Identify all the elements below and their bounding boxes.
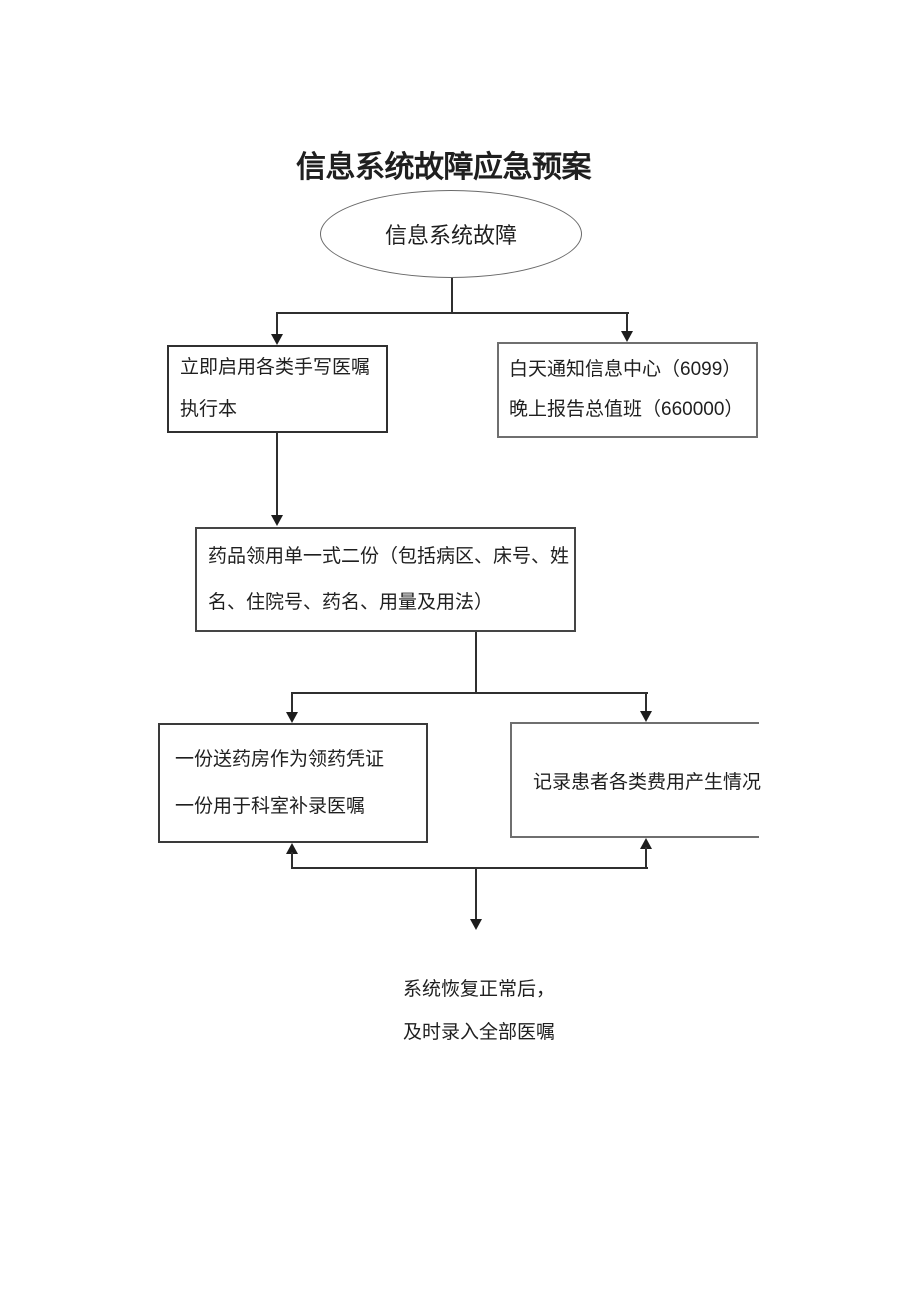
flow-node-record-costs: 记录患者各类费用产生情况 <box>510 722 762 838</box>
flow-node-line: 白天通知信息中心（6099） <box>509 359 742 380</box>
arrowhead-down-icon <box>640 711 652 722</box>
arrowhead-up-icon <box>286 843 298 854</box>
recovery-note: 系统恢复正常后， 及时录入全部医嘱 <box>403 968 555 1054</box>
branch2-left-stem <box>291 692 293 713</box>
branch2-horizontal-line <box>291 692 648 694</box>
arrowhead-down-icon <box>621 331 633 342</box>
flow-node-line: 记录患者各类费用产生情况 <box>533 771 762 793</box>
arrowhead-down-icon <box>271 515 283 526</box>
merge-right-stem <box>645 847 647 869</box>
arrowhead-down-icon <box>271 334 283 345</box>
merge-horizontal-line <box>291 867 648 869</box>
flow-node-line: 执行本 <box>180 399 238 420</box>
arrowhead-down-icon <box>470 919 482 930</box>
connector-start-stem <box>451 278 453 314</box>
merge-left-stem <box>291 852 293 869</box>
arrowhead-up-icon <box>640 838 652 849</box>
flow-node-start-label: 信息系统故障 <box>384 223 517 248</box>
flow-node-line: 一份送药房作为领药凭证 <box>175 749 385 770</box>
branch1-right-stem <box>626 312 628 332</box>
connector-recovery-stem <box>475 869 477 920</box>
flow-node-notify-center: 白天通知信息中心（6099） 晚上报告总值班（660000） <box>497 342 758 438</box>
connector-to-requisition-stem <box>276 433 278 516</box>
flow-node-line: 一份用于科室补录医嘱 <box>175 796 366 817</box>
flow-node-requisition-form: 药品领用单一式二份（包括病区、床号、姓 名、住院号、药名、用量及用法） <box>195 527 576 632</box>
flow-node-line: 名、住院号、药名、用量及用法） <box>208 591 494 613</box>
branch2-right-stem <box>645 692 647 712</box>
flow-node-pharmacy-receipt: 一份送药房作为领药凭证 一份用于科室补录医嘱 <box>158 723 428 843</box>
connector-requisition-stem <box>475 632 477 694</box>
arrowhead-down-icon <box>286 712 298 723</box>
branch1-left-stem <box>276 312 278 334</box>
flow-node-line: 晚上报告总值班（660000） <box>509 399 744 420</box>
flow-node-line: 立即启用各类手写医嘱 <box>180 357 371 378</box>
flow-node-enable-handwritten: 立即启用各类手写医嘱 执行本 <box>167 345 388 433</box>
branch1-horizontal-line <box>276 312 629 314</box>
recovery-note-line: 及时录入全部医嘱 <box>403 1022 556 1043</box>
flow-node-start: 信息系统故障 <box>320 190 582 278</box>
flow-node-line: 药品领用单一式二份（包括病区、床号、姓 <box>208 545 570 567</box>
page-title: 信息系统故障应急预案 <box>296 151 592 184</box>
recovery-note-line: 系统恢复正常后， <box>403 979 556 1000</box>
